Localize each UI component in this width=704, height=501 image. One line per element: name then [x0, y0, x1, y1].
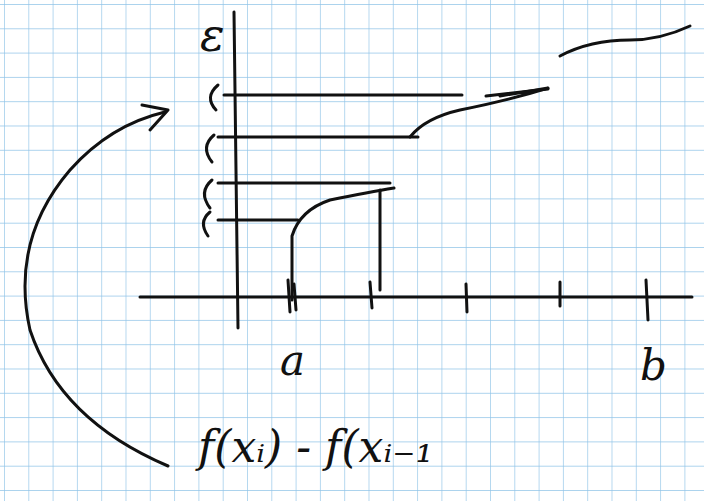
epsilon-label: ε [200, 12, 225, 58]
level-line [218, 219, 298, 222]
function-curve [560, 26, 690, 56]
y-axis [234, 12, 238, 328]
difference-formula: f(xᵢ) - f(xᵢ₋₁ [198, 425, 433, 469]
arrow-head [142, 105, 168, 130]
axis-ticks [288, 280, 648, 320]
point-label: b [640, 345, 667, 387]
level-line [218, 182, 390, 185]
function-curve [292, 188, 394, 300]
partition-line [379, 190, 382, 290]
level-line [224, 94, 462, 97]
curved-arrow [25, 112, 168, 466]
point-label: a [280, 340, 305, 382]
x-axis [140, 296, 692, 299]
interval-brackets [203, 85, 218, 236]
level-line [218, 136, 418, 139]
function-curve [410, 88, 548, 137]
